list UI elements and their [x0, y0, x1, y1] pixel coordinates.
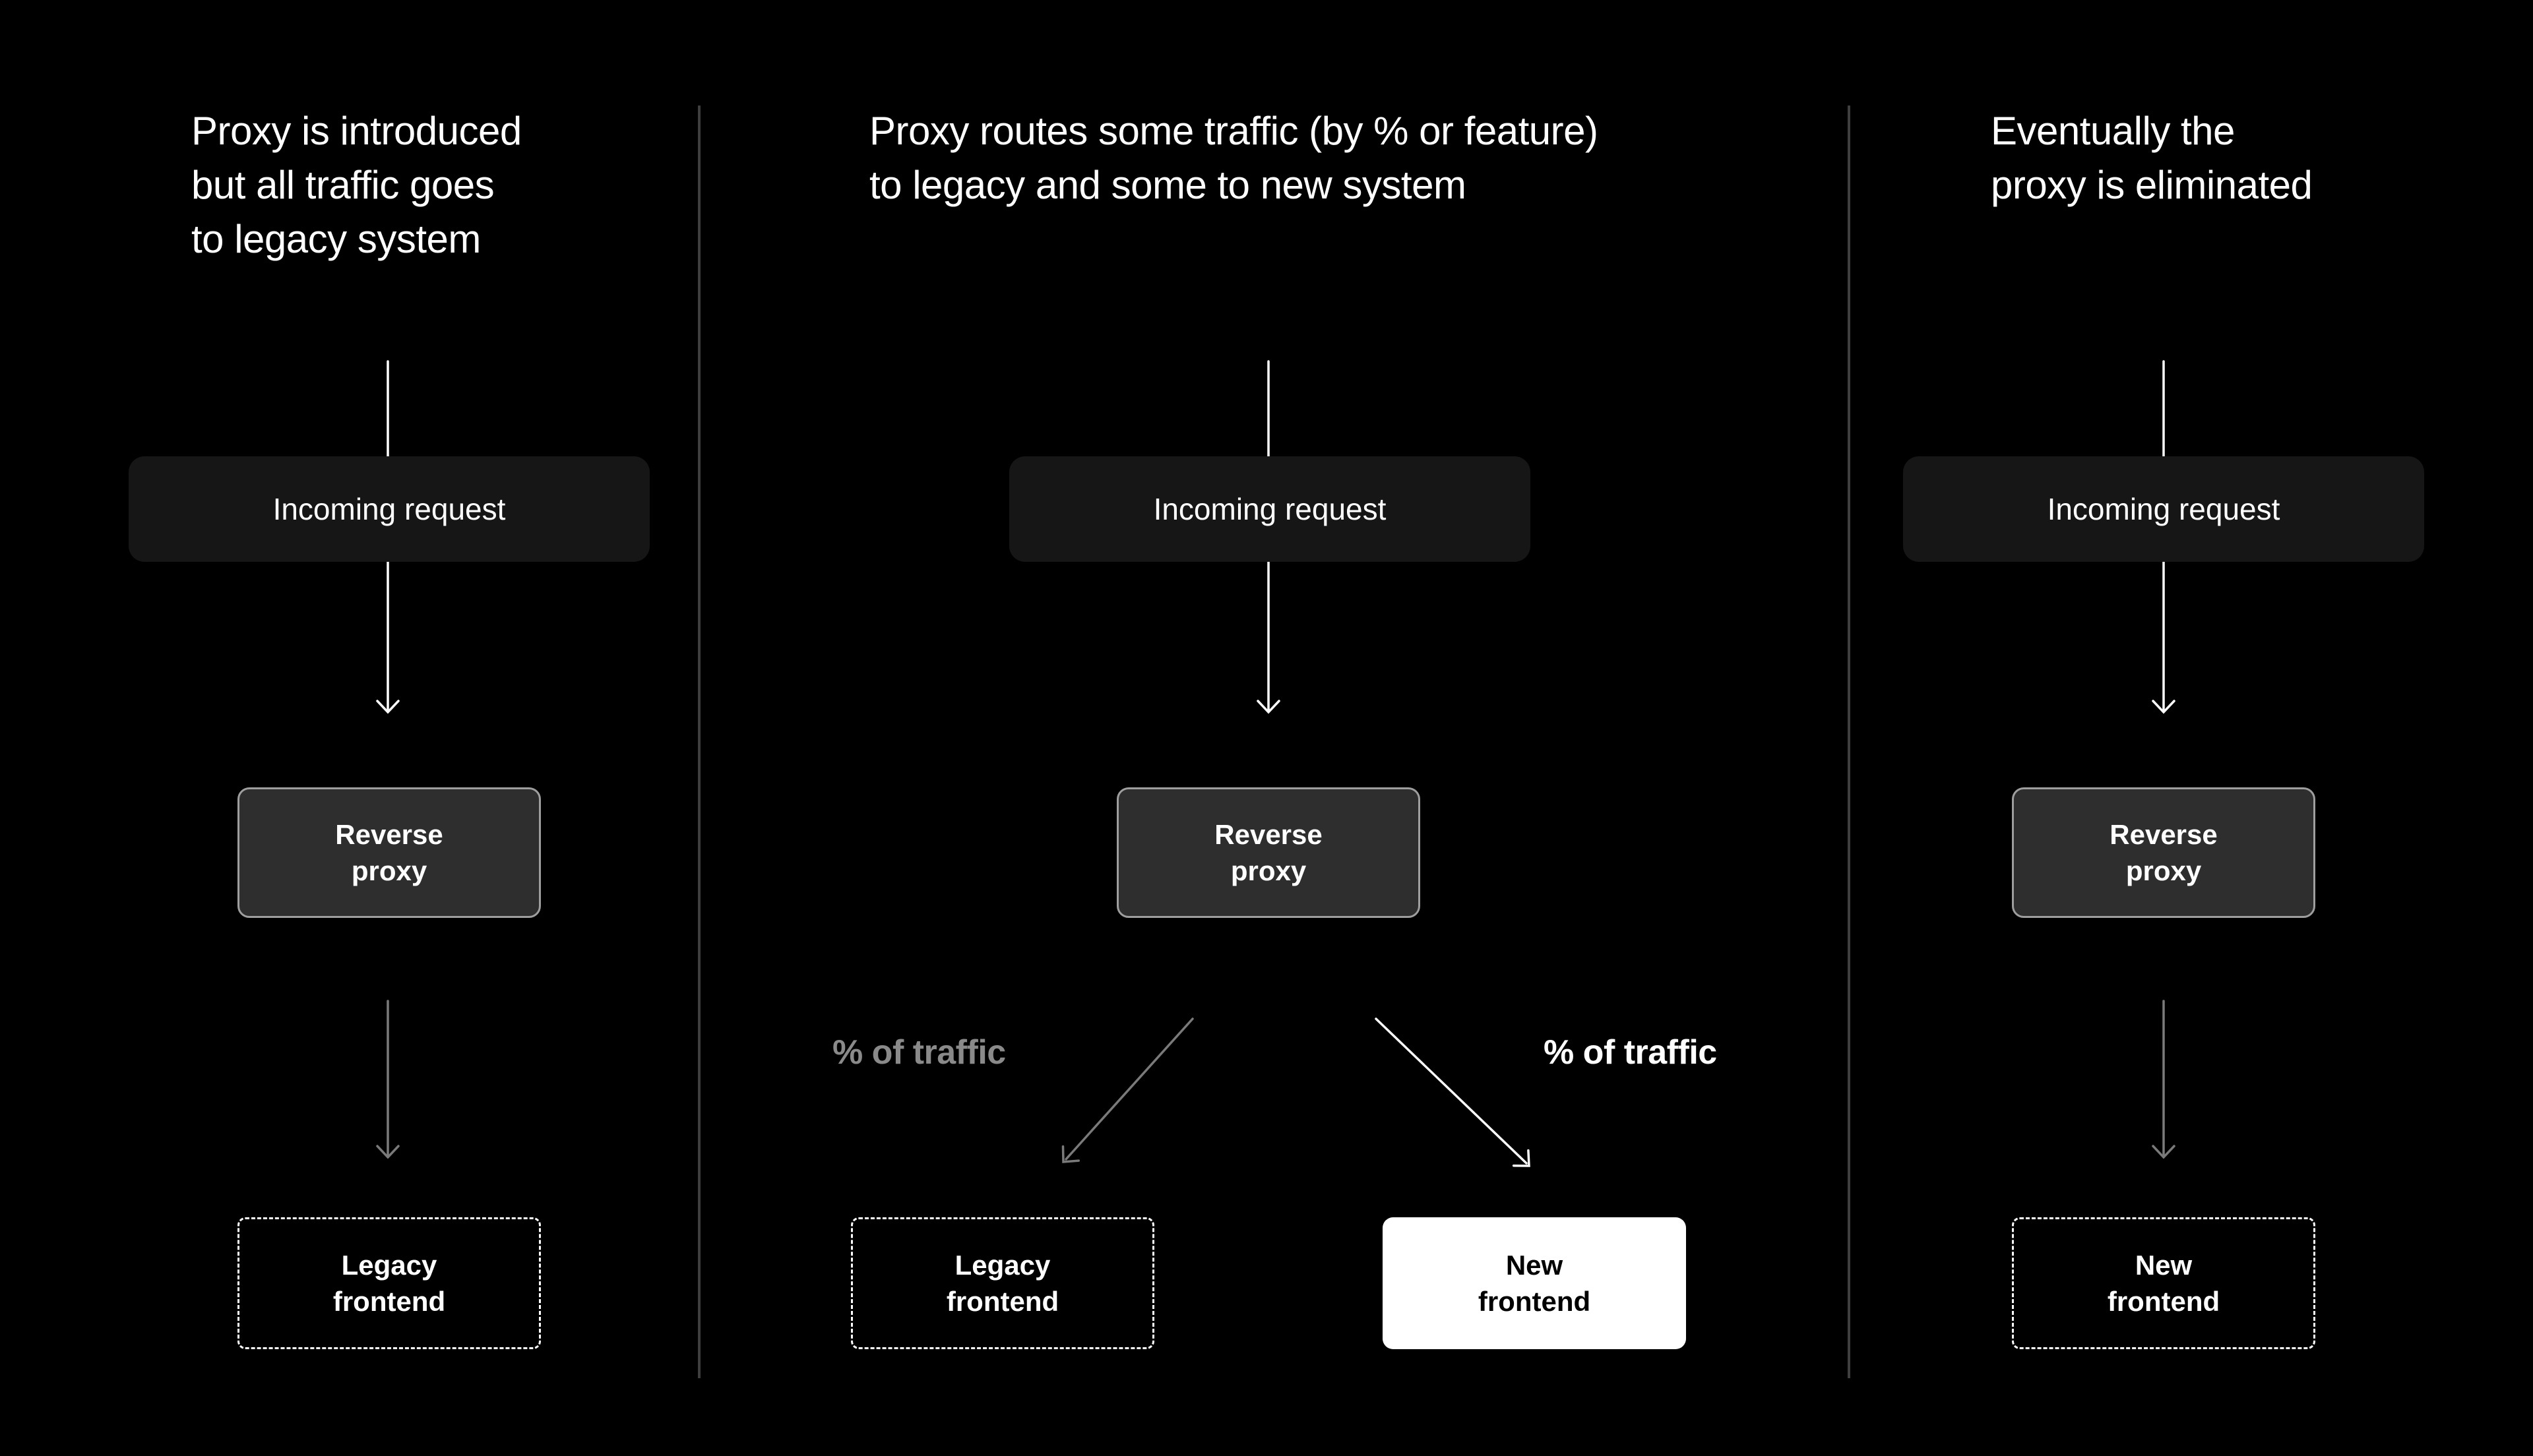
p3-incoming-to-proxy-arrowhead-icon: [2152, 700, 2175, 714]
panel-divider-right: [1848, 106, 1850, 1378]
p2-legacy-frontend-label: Legacy frontend: [946, 1250, 1059, 1317]
panel1-title: Proxy is introduced but all traffic goes…: [191, 109, 522, 261]
p2-traffic-percent-left-label: % of traffic: [832, 1033, 1006, 1072]
panel-divider-left: [698, 106, 701, 1378]
p2-proxy-to-legacy-diagonal-arrow: [1065, 1017, 1194, 1161]
p2-legacy-frontend-box: Legacy frontend: [851, 1217, 1154, 1349]
p2-new-frontend-box: New frontend: [1383, 1217, 1686, 1349]
p1-legacy-frontend-box: Legacy frontend: [237, 1217, 541, 1349]
panel3-title: Eventually the proxy is eliminated: [1991, 109, 2313, 207]
p2-incoming-request-box: Incoming request: [1009, 456, 1530, 562]
p1-incoming-request-label: Incoming request: [272, 492, 506, 526]
p3-reverse-proxy-label: Reverse proxy: [2110, 819, 2218, 886]
p3-new-frontend-label: New frontend: [2107, 1250, 2220, 1317]
p3-new-frontend-box: New frontend: [2012, 1217, 2315, 1349]
p3-reverse-proxy-box: Reverse proxy: [2012, 787, 2315, 918]
p2-proxy-to-new-arrowhead-icon: [1512, 1149, 1530, 1167]
p3-proxy-to-new-arrowhead-icon: [2152, 1145, 2175, 1159]
p1-reverse-proxy-label: Reverse proxy: [335, 819, 443, 886]
p2-traffic-percent-right-label: % of traffic: [1544, 1033, 1717, 1072]
panel2-title: Proxy routes some traffic (by % or featu…: [869, 109, 1598, 207]
p1-reverse-proxy-box: Reverse proxy: [237, 787, 541, 918]
p1-proxy-to-legacy-arrowhead-icon: [376, 1145, 400, 1159]
p1-incoming-to-proxy-arrowhead-icon: [376, 700, 400, 714]
p2-reverse-proxy-box: Reverse proxy: [1117, 787, 1420, 918]
p3-incoming-request-box: Incoming request: [1903, 456, 2424, 562]
p3-incoming-request-label: Incoming request: [2047, 492, 2280, 526]
p2-proxy-to-new-diagonal-arrow: [1375, 1017, 1528, 1165]
p1-incoming-request-box: Incoming request: [129, 456, 650, 562]
p2-proxy-to-legacy-arrowhead-icon: [1061, 1145, 1080, 1163]
p2-reverse-proxy-label: Reverse proxy: [1214, 819, 1323, 886]
p2-new-frontend-label: New frontend: [1478, 1250, 1591, 1317]
p1-legacy-frontend-label: Legacy frontend: [332, 1250, 446, 1317]
p2-incoming-to-proxy-arrowhead-icon: [1257, 700, 1280, 714]
p2-incoming-request-label: Incoming request: [1153, 492, 1387, 526]
